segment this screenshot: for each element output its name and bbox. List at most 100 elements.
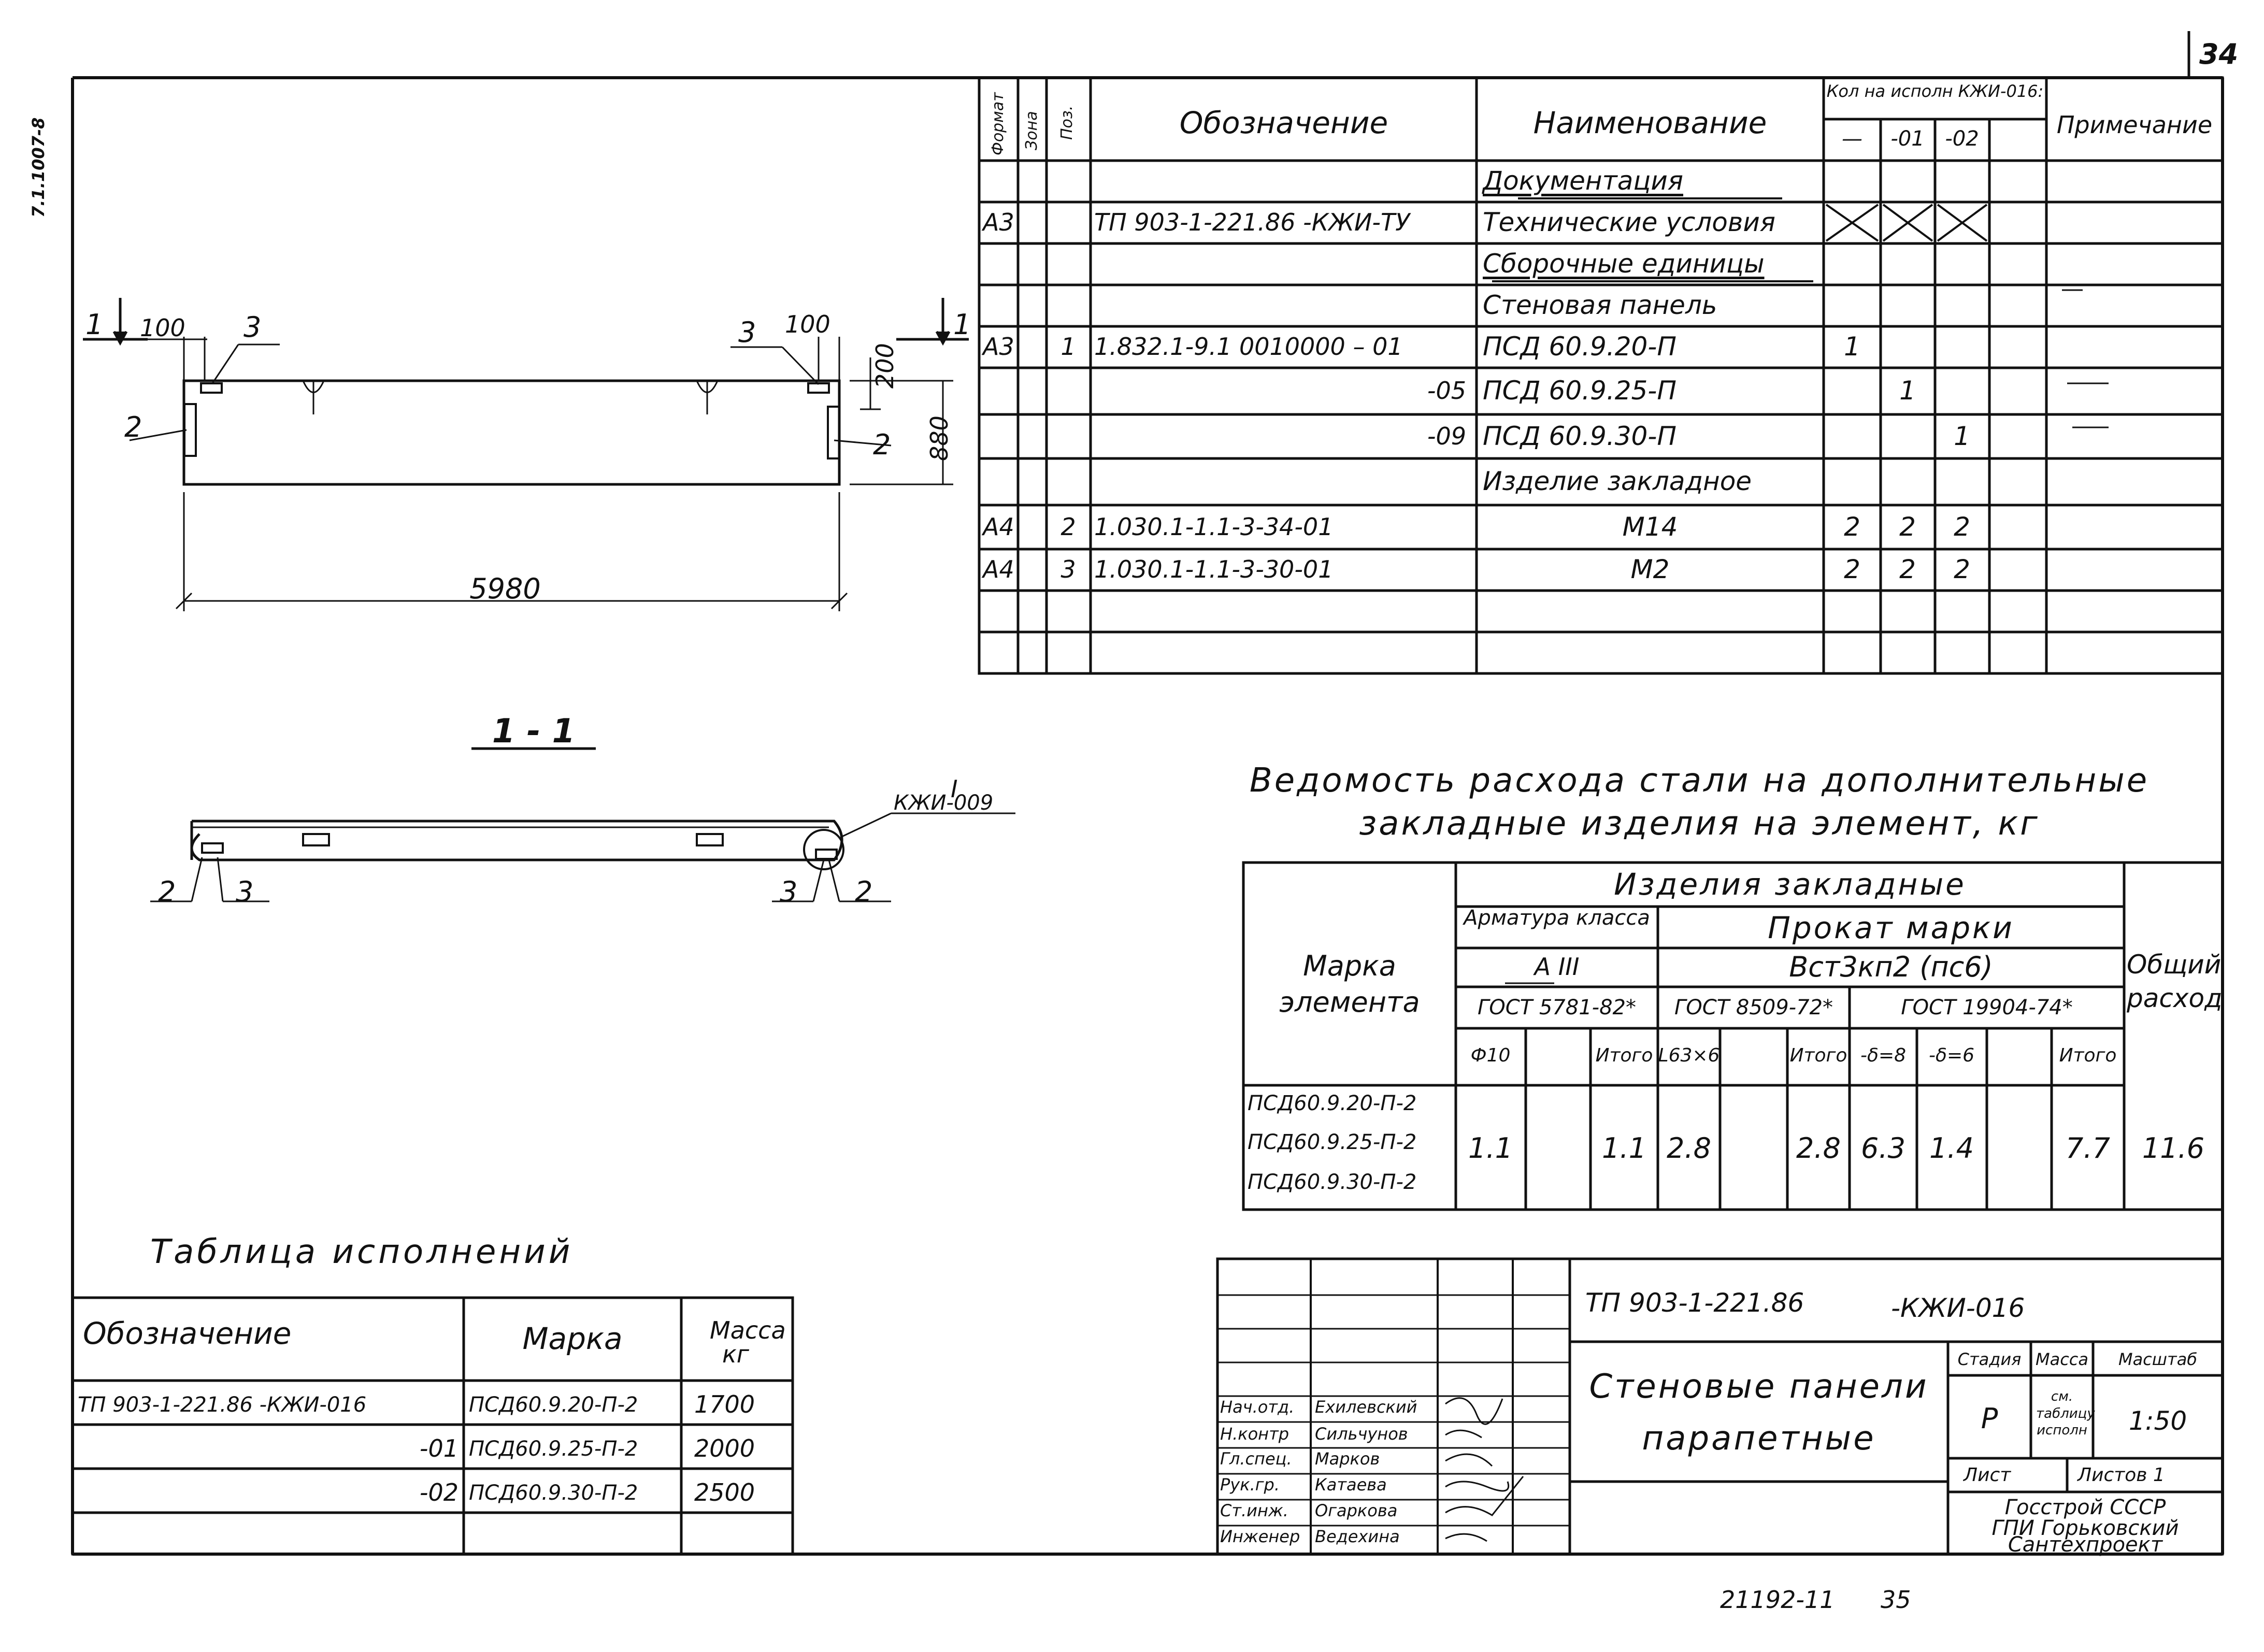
- header-designation: Обозначение: [1179, 105, 1388, 140]
- title-name-line2: парапетные: [1642, 1419, 1876, 1458]
- panel-plan-view: [83, 298, 969, 611]
- steel-header-total: Общий расход: [2127, 950, 2223, 1013]
- steel-header-armature: Арматура класса: [1464, 906, 1650, 930]
- spec-qty: 2: [1899, 554, 1916, 584]
- spec-designation: -09: [1427, 422, 1466, 450]
- spec-name: М14: [1622, 512, 1678, 542]
- callout-2-right: 2: [873, 428, 891, 461]
- variant-mass: 1700: [694, 1390, 755, 1418]
- bottom-page: 35: [1881, 1586, 1911, 1614]
- side-stamp: 7.1.1007-8: [28, 117, 48, 218]
- header-note: Примечание: [2056, 111, 2213, 139]
- section-callout-2-right: 2: [855, 875, 873, 908]
- title-scale-label: Масштаб: [2118, 1349, 2198, 1369]
- steel-table-grid: [1242, 861, 2224, 1211]
- header-qty-base: —: [1842, 127, 1862, 151]
- header-format: Формат: [989, 92, 1007, 155]
- title-sheets-label: Листов 1: [2077, 1464, 2165, 1486]
- title-sheet-label: Лист: [1964, 1464, 2011, 1486]
- section-title: 1 - 1: [492, 712, 576, 751]
- steel-header-prokat-grade: Вст3кп2 (пс6): [1789, 951, 1993, 983]
- header-qty-group: Кол на исполн КЖИ-016:: [1826, 81, 2044, 101]
- steel-header-prokat: Прокат марки: [1768, 910, 2014, 945]
- spec-name: ПСД 60.9.30-П: [1483, 421, 1676, 451]
- steel-subcol: -δ=8: [1860, 1045, 1907, 1066]
- signature-person: Ведехина: [1315, 1527, 1400, 1546]
- page-number: 34: [2199, 38, 2239, 70]
- section-callout-3-left: 3: [236, 875, 254, 908]
- steel-title-line2: закладные изделия на элемент, кг: [1359, 805, 2040, 843]
- callout-3-right: 3: [738, 316, 756, 349]
- steel-header-gost2: ГОСТ 8509-72*: [1674, 996, 1833, 1019]
- header-qty-01: -01: [1890, 127, 1925, 151]
- steel-subcol: Ф10: [1470, 1045, 1511, 1066]
- callout-2-left: 2: [124, 411, 142, 443]
- title-org-line1: Госстрой СССР: [2004, 1496, 2166, 1519]
- signature-person: Катаева: [1315, 1475, 1387, 1495]
- signature-person: Марков: [1315, 1449, 1380, 1469]
- variant-designation: ТП 903-1-221.86 -КЖИ-016: [78, 1393, 367, 1417]
- steel-header-armature-class: А III: [1534, 953, 1580, 981]
- steel-value: 1.1: [1468, 1132, 1513, 1165]
- spec-designation: 1.030.1-1.1-3-30-01: [1094, 555, 1334, 583]
- title-block-grid: [1216, 1257, 2224, 1556]
- signature-role: Нач.отд.: [1220, 1397, 1295, 1417]
- signature-person: Сильчунов: [1315, 1424, 1408, 1444]
- spec-qty: 2: [1844, 512, 1860, 542]
- steel-mark-2: ПСД60.9.25-П-2: [1248, 1130, 1417, 1154]
- steel-header-mark: Марка элемента: [1279, 950, 1420, 1019]
- variant-mass: 2500: [694, 1478, 755, 1506]
- steel-value: 6.3: [1861, 1132, 1905, 1165]
- spec-name: Документация: [1483, 166, 1683, 196]
- title-stage: Р: [1981, 1402, 1998, 1435]
- spec-name: Сборочные единицы: [1483, 249, 1765, 279]
- steel-mark-3: ПСД60.9.30-П-2: [1248, 1170, 1417, 1194]
- spec-qty: 1: [1899, 376, 1916, 406]
- title-org-line3: Сантехпроект: [2008, 1533, 2163, 1557]
- spec-designation: -05: [1427, 377, 1466, 405]
- title-code: ТП 903-1-221.86: [1585, 1288, 1804, 1318]
- signature-person: Огаркова: [1315, 1501, 1398, 1520]
- variant-mark: ПСД60.9.20-П-2: [469, 1393, 638, 1417]
- spec-qty: 2: [1954, 512, 1970, 542]
- section-callout-3-right: 3: [780, 875, 798, 908]
- signature-person: Ехилевский: [1315, 1397, 1417, 1417]
- title-name-line1: Стеновые панели: [1589, 1368, 1929, 1406]
- signature-role: Ст.инж.: [1220, 1501, 1288, 1520]
- spec-designation: 1.832.1-9.1 0010000 – 01: [1094, 333, 1403, 361]
- spec-name: ПСД 60.9.25-П: [1483, 376, 1676, 406]
- steel-value: 2.8: [1667, 1132, 1711, 1165]
- spec-format: А4: [983, 513, 1014, 541]
- dim-length: 5980: [469, 572, 541, 605]
- spec-qty: 1: [1844, 332, 1860, 362]
- header-zone: Зона: [1023, 111, 1041, 150]
- steel-total: 11.6: [2142, 1132, 2205, 1165]
- spec-format: А3: [983, 208, 1014, 236]
- variants-table-grid: [71, 1296, 794, 1556]
- header-name: Наименование: [1533, 105, 1767, 140]
- header-qty-02: -02: [1945, 127, 1979, 151]
- callout-3-left: 3: [243, 311, 262, 343]
- steel-value: 1.1: [1602, 1132, 1646, 1165]
- variant-designation: -01: [419, 1434, 458, 1462]
- spec-pos: 3: [1061, 555, 1076, 583]
- steel-value: 1.4: [1929, 1132, 1974, 1165]
- variants-title: Таблица исполнений: [150, 1233, 574, 1271]
- spec-designation: ТП 903-1-221.86 -КЖИ-ТУ: [1094, 208, 1410, 236]
- steel-mark-1: ПСД60.9.20-П-2: [1248, 1091, 1417, 1115]
- variants-header-mass: Масса кг: [710, 1316, 786, 1368]
- title-stage-label: Стадия: [1957, 1349, 2022, 1369]
- spec-pos: 2: [1061, 513, 1076, 541]
- steel-value: 2.8: [1796, 1132, 1841, 1165]
- variants-header-mark: Марка: [522, 1321, 623, 1356]
- title-mass-label: Масса: [2035, 1349, 2089, 1369]
- spec-qty: 2: [1844, 554, 1860, 584]
- spec-designation: 1.030.1-1.1-3-34-01: [1094, 513, 1334, 541]
- header-pos: Поз.: [1058, 105, 1076, 140]
- spec-pos: 1: [1061, 333, 1076, 361]
- section-mark-right: 1: [953, 308, 971, 341]
- title-scale: 1:50: [2128, 1406, 2187, 1436]
- variant-mark: ПСД60.9.30-П-2: [469, 1481, 638, 1505]
- spec-qty: 2: [1954, 554, 1970, 584]
